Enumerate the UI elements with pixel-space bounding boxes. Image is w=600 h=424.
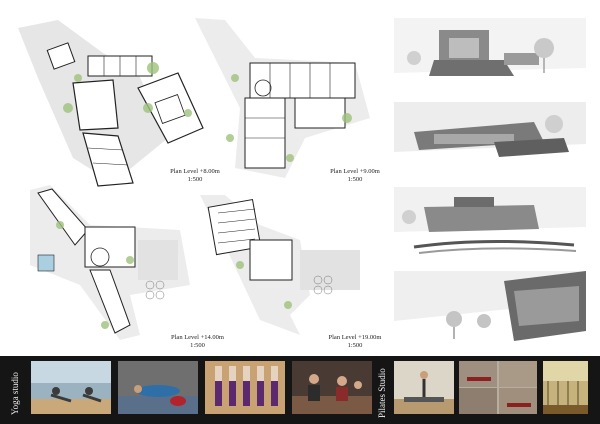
plan-label-level-19: Plan Level +19.00m 1:500 [315, 334, 395, 350]
plan-label-level-9: Plan Level +9.00m 1:500 [320, 168, 390, 184]
plan-title-level-19: Plan Level +19.00m [328, 334, 382, 341]
floor-plan-level-19 [200, 195, 370, 340]
plan-label-level-14: Plan Level +14.00m 1:500 [150, 334, 245, 350]
pilates-studio-label: Pilates Studio [377, 368, 387, 418]
plan-scale-level-19: 1:500 [347, 342, 363, 349]
plan-title-level-14: Plan Level +14.00m [171, 334, 224, 341]
pilates-photo-3 [543, 361, 588, 414]
plan-scale-level-8: 1:500 [187, 176, 203, 183]
yoga-photo-1 [31, 361, 111, 414]
floor-plan-level-14 [30, 185, 215, 340]
perspective-render-3 [394, 187, 586, 267]
plan-title-level-8: Plan Level +8.00m [170, 168, 220, 175]
floor-plan-level-9 [195, 18, 380, 178]
plan-label-level-8: Plan Level +8.00m 1:500 [150, 168, 240, 184]
pilates-photo-1 [394, 361, 454, 414]
floor-plan-level-8 [18, 18, 208, 188]
perspective-render-1 [394, 18, 586, 98]
yoga-photo-3 [205, 361, 285, 414]
plan-title-level-9: Plan Level +9.00m [330, 168, 380, 175]
yoga-photo-2 [118, 361, 198, 414]
plan-scale-level-14: 1:500 [190, 342, 205, 349]
yoga-photo-4 [292, 361, 372, 414]
pilates-photo-2 [459, 361, 537, 414]
perspective-render-2 [394, 102, 586, 182]
plan-scale-level-9: 1:500 [347, 176, 363, 183]
perspective-render-4 [394, 271, 586, 351]
yoga-studio-label: Yoga studio [10, 372, 20, 415]
